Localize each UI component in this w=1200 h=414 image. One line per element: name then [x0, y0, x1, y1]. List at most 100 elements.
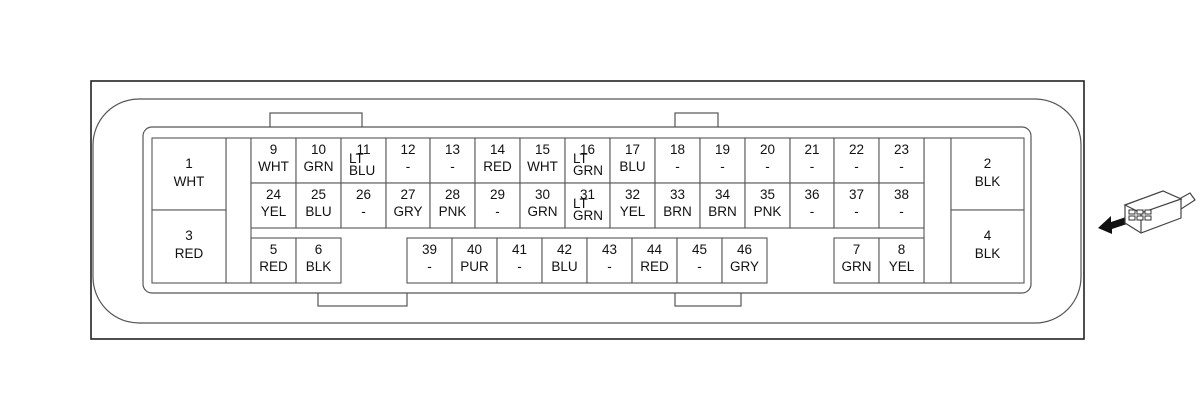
pin-cavity: [676, 237, 723, 284]
pin-number: 21: [804, 142, 819, 157]
pin-cavity: [250, 137, 297, 184]
wire-color: BLU: [619, 159, 645, 174]
pin-cavity: [474, 182, 521, 229]
pin-number: 46: [737, 242, 752, 257]
pin-38: 38-: [878, 182, 925, 229]
pin-43: 43 -: [586, 237, 633, 284]
pin-cavities: 9WHT10GRN11LTBLU12-13-14RED15WHT16LTGRN1…: [151, 137, 1025, 284]
pin-cavity: [340, 182, 387, 229]
pin-number: 6: [315, 242, 323, 257]
pin-number: 2: [984, 156, 992, 171]
pin-number: 15: [535, 142, 550, 157]
pin-cavity: [609, 182, 656, 229]
pin-13: 13-: [429, 137, 476, 184]
pin-36: 36-: [789, 182, 835, 229]
pin-number: 4: [984, 228, 992, 243]
wire-color: BLK: [306, 259, 332, 274]
wire-color: RED: [640, 259, 669, 274]
pin-number: 39: [422, 242, 437, 257]
pin-cavity: [950, 209, 1025, 284]
wire-color: -: [720, 159, 725, 174]
pin-number: 8: [898, 242, 906, 257]
pin-cavity: [833, 237, 880, 284]
pin-cavity: [340, 137, 387, 184]
wire-color: -: [427, 259, 432, 274]
pin-cavity: [789, 182, 835, 229]
pin-number: 1: [185, 156, 193, 171]
pin-cavity: [654, 137, 701, 184]
wire-color: GRN: [528, 204, 558, 219]
pin-26: 26-: [340, 182, 387, 229]
pin-number: 7: [853, 242, 861, 257]
pin-number: 19: [715, 142, 730, 157]
pin-number: 35: [760, 187, 775, 202]
pin-19: 19 -: [699, 137, 746, 184]
pin-cavity: [878, 137, 925, 184]
pin-cavity: [429, 137, 476, 184]
wire-color: -: [810, 204, 815, 219]
connector-view-icon: [1098, 190, 1196, 234]
wire-color: PNK: [439, 204, 467, 219]
wire-color: GRN: [573, 163, 603, 178]
pin-number: 9: [270, 142, 278, 157]
pin-number: 18: [670, 142, 685, 157]
pin-number: 26: [356, 187, 371, 202]
pin-cavity: [833, 182, 880, 229]
pin-12: 12-: [385, 137, 431, 184]
wire-color: BRN: [708, 204, 737, 219]
wire-color: -: [899, 204, 904, 219]
pin-number: 45: [692, 242, 707, 257]
pin-cavity: [385, 137, 431, 184]
wire-color: -: [899, 159, 904, 174]
pin-number: 12: [400, 142, 415, 157]
pin-cavity: [699, 182, 746, 229]
wire-color: -: [450, 159, 455, 174]
pin-21: 21 -: [789, 137, 835, 184]
wire-color: RED: [259, 259, 288, 274]
wire-color: -: [765, 159, 770, 174]
wire-color: PUR: [460, 259, 489, 274]
wire-color: WHT: [258, 159, 289, 174]
wire-color: BLU: [305, 204, 331, 219]
wire-color: GRN: [842, 259, 872, 274]
pin-number: 29: [490, 187, 505, 202]
pin-number: 33: [670, 187, 685, 202]
pin-number: 22: [849, 142, 864, 157]
wire-color: -: [517, 259, 522, 274]
wire-color: WHT: [174, 174, 205, 189]
pin-cavity: [564, 182, 611, 229]
wire-color: -: [675, 159, 680, 174]
pin-number: 23: [894, 142, 909, 157]
pin-20: 20-: [744, 137, 791, 184]
pin-number: 43: [602, 242, 617, 257]
pin-cavity: [699, 137, 746, 184]
pin-number: 16: [580, 142, 595, 157]
wire-color: -: [810, 159, 815, 174]
pin-39: 39 -: [406, 237, 453, 284]
pin-cavity: [295, 237, 342, 284]
pin-number: 27: [400, 187, 415, 202]
pin-22: 22-: [833, 137, 880, 184]
wire-color: -: [607, 259, 612, 274]
bottom-key-right: [674, 291, 742, 307]
pin-number: 34: [715, 187, 731, 202]
pin-cavity: [631, 237, 678, 284]
pin-cavity: [744, 137, 791, 184]
wire-color: LT: [573, 196, 588, 211]
pin-cavity: [878, 182, 925, 229]
wire-color: GRY: [730, 259, 759, 274]
pin-number: 44: [647, 242, 663, 257]
